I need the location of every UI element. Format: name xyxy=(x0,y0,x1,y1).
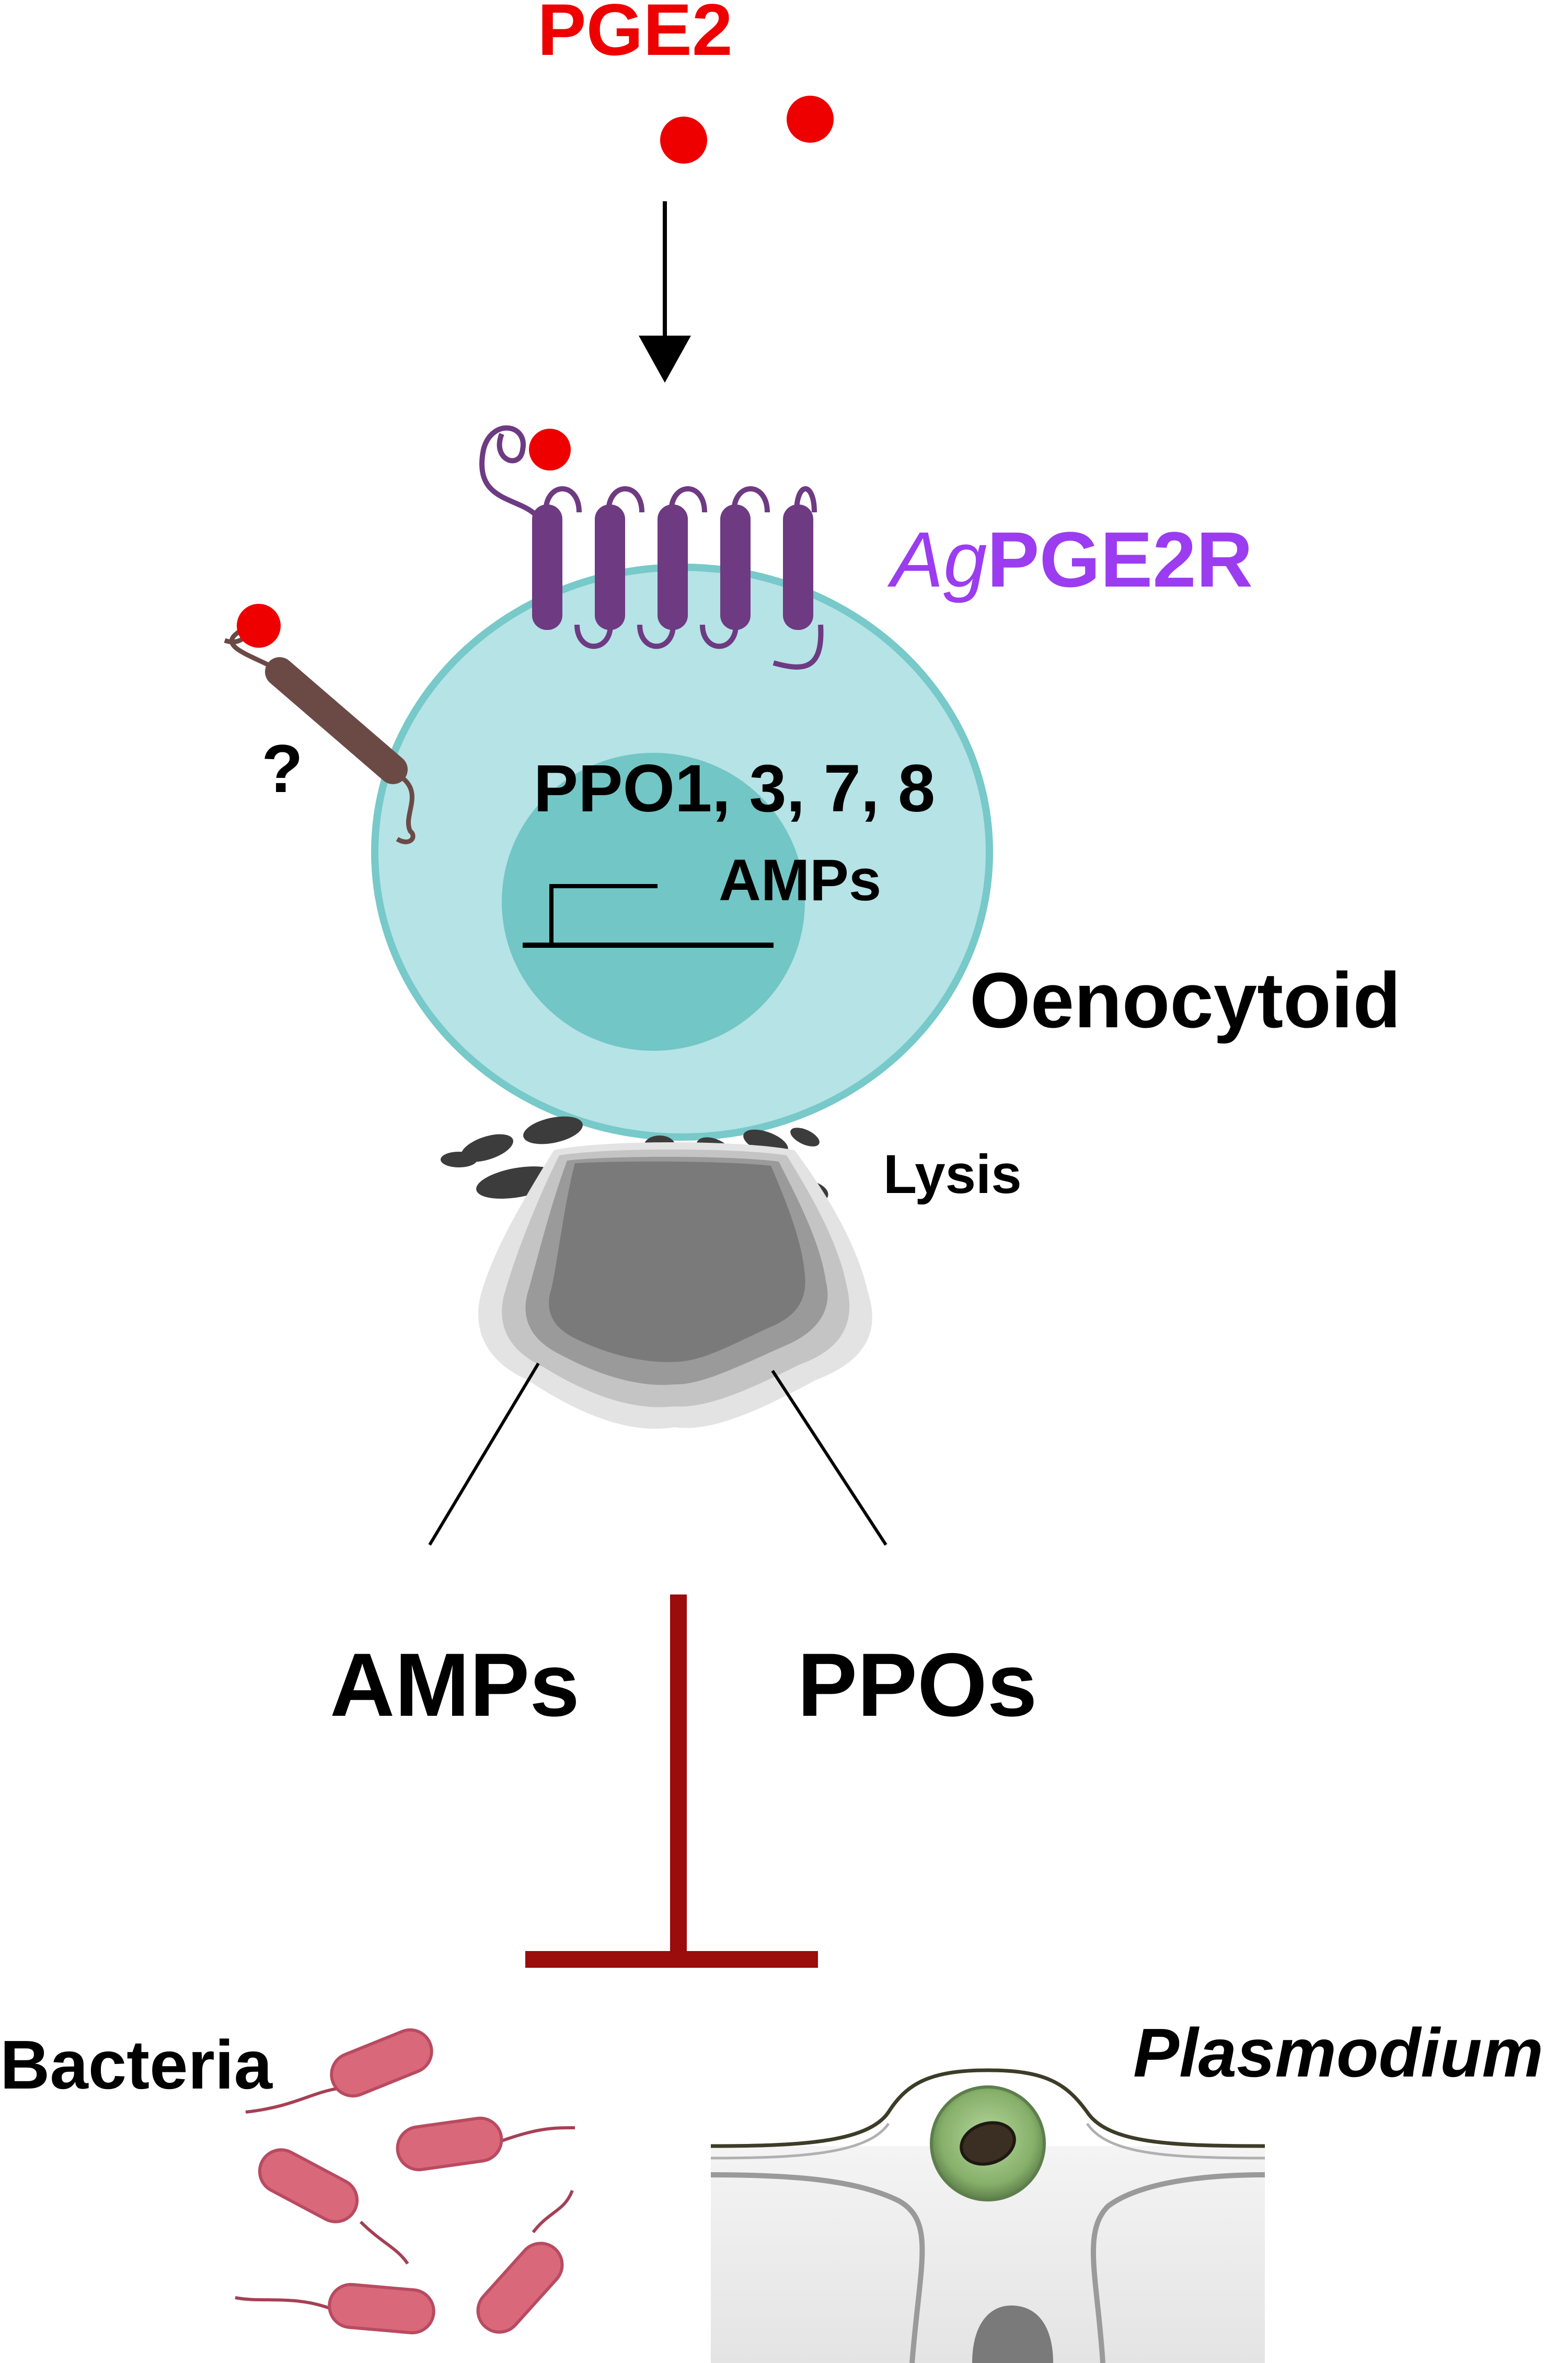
bacteria-label: Bacteria xyxy=(0,2026,273,2103)
bound-pge2-icon xyxy=(529,429,571,471)
unknown-receptor-question-mark: ? xyxy=(261,730,303,807)
pge2-molecule-icon xyxy=(787,96,834,143)
oenocytoid-cell xyxy=(371,564,993,1141)
agpge2r-label-prefix: Ag xyxy=(887,515,987,603)
unknown-receptor-icon xyxy=(224,627,416,844)
oenocytoid-label: Oenocytoid xyxy=(970,956,1401,1044)
released-amps-label: AMPs xyxy=(330,1635,580,1735)
agpge2r-receptor-icon xyxy=(479,425,824,670)
unknown-ligand-pge2-icon xyxy=(237,604,281,648)
promoter-icon xyxy=(523,884,774,948)
lysis-cloud-icon xyxy=(478,1142,872,1429)
plasmodium-label: Plasmodium xyxy=(1133,2014,1543,2091)
lysis-label: Lysis xyxy=(883,1144,1022,1205)
release-line-left xyxy=(428,1362,540,1546)
nucleus xyxy=(502,753,805,1051)
pge2-molecule-icon xyxy=(660,117,707,164)
bacteria-icon xyxy=(235,2028,575,2335)
agpge2r-label-suffix: PGE2R xyxy=(987,515,1253,603)
released-ppos-label: PPOs xyxy=(798,1635,1037,1735)
agpge2r-label: AgPGE2R xyxy=(887,515,1253,603)
plasmodium-oocyst-icon xyxy=(930,2085,1046,2201)
ppo-genes-label: PPO1, 3, 7, 8 xyxy=(534,751,935,826)
signal-arrow-head-icon xyxy=(639,336,691,383)
release-line-right xyxy=(771,1370,887,1546)
nucleus-amps-label: AMPs xyxy=(719,847,881,913)
pge2-label: PGE2 xyxy=(537,0,733,71)
